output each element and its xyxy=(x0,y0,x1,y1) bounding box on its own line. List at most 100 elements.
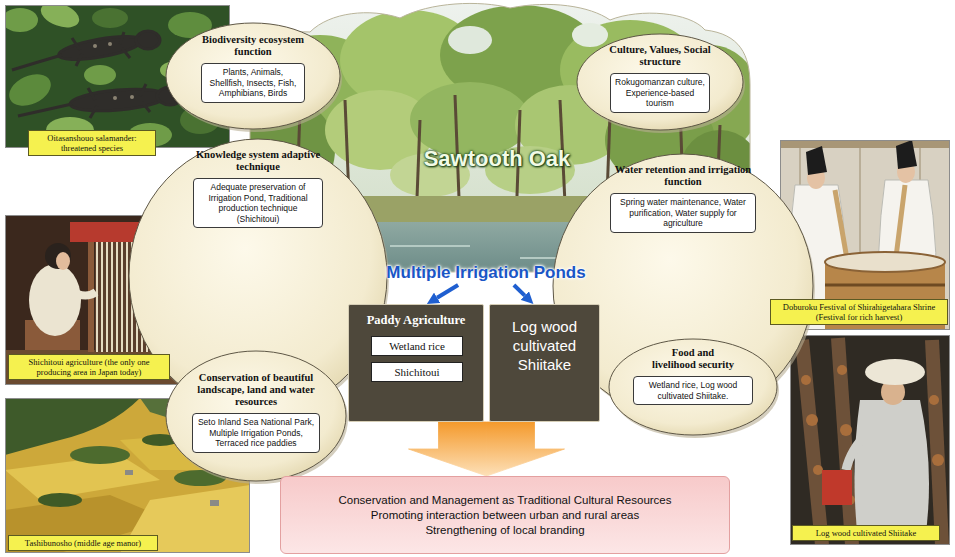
salamander-photo-part xyxy=(12,31,183,118)
oval-face xyxy=(577,34,743,130)
caption-text: Tashibunosho (middle age manor) xyxy=(13,538,153,548)
merge-arrow xyxy=(409,422,487,476)
shiitake-photo-part-part xyxy=(802,340,822,545)
festival-photo-part xyxy=(896,140,917,169)
salamander-photo-part-part xyxy=(93,44,97,48)
oval-text: Knowledge system adaptive technique xyxy=(191,149,325,173)
oval-text: Biodiversity ecosystem function xyxy=(199,34,307,58)
oak-forest-photo-part-part xyxy=(390,245,470,247)
shichitoui-photo-part xyxy=(70,290,96,296)
oak-forest-photo-part xyxy=(448,26,492,54)
caption-text: Shichitoui agriculture (the only one pro… xyxy=(13,357,165,377)
shiitake-photo-part xyxy=(791,336,950,545)
manor-landscape-photo-part xyxy=(125,470,133,475)
shiitake-photo-part xyxy=(854,400,929,540)
shiitake-photo-part xyxy=(822,470,852,505)
shiitake-photo-part xyxy=(790,335,950,545)
inbox-text: Plants, Animals, Shellfish, Insects, Fis… xyxy=(206,67,300,99)
detail-box: Wetland rice, Log wood cultivated Shiita… xyxy=(633,376,753,405)
manor-landscape-photo-part xyxy=(5,398,140,455)
inbox-text: Spring water maintenance, Water purifica… xyxy=(615,197,751,229)
shichitoui-photo-part xyxy=(45,243,71,269)
oval-face xyxy=(166,351,346,481)
pink-text: Promoting interaction between urban and … xyxy=(371,508,640,523)
salamander-photo-part-part xyxy=(18,104,72,116)
paddy-text: Paddy Agriculture xyxy=(349,305,483,328)
shichitoui-photo-part xyxy=(56,252,70,270)
salamander-photo-part-part xyxy=(57,32,143,64)
shiitake-photo-part xyxy=(846,430,870,470)
shiitake-photo-part-part xyxy=(932,454,944,466)
crop-box: Wetland rice xyxy=(371,336,463,356)
inbox-text: Seto Inland Sea National Park, Multiple … xyxy=(197,417,315,449)
salamander-photo-part xyxy=(84,65,116,85)
flow-arrow xyxy=(514,285,525,296)
photo-caption: Doburoku Festival of Shirahigetahara Shr… xyxy=(770,299,948,325)
shiitake-photo-part-part xyxy=(929,395,939,405)
function-oval: Conservation of beautiful landscape, lan… xyxy=(165,350,347,482)
merge-arrow xyxy=(487,422,565,476)
process-box: Log wood cultivated Shiitake xyxy=(489,304,600,422)
oval-face xyxy=(166,23,340,129)
inbox-text: Adequate preservation of Irrigation Pond… xyxy=(198,182,318,224)
salamander-photo-part xyxy=(93,42,134,100)
oval-text: Culture, Values, Social structure xyxy=(605,44,715,68)
flow-arrow xyxy=(437,285,458,298)
shiitake-photo-part-part xyxy=(932,340,942,545)
salamander-photo-part xyxy=(5,68,56,112)
shiitake-photo-part-part xyxy=(838,338,852,545)
oval-text: Conservation of beautiful landscape, lan… xyxy=(188,372,324,408)
photo-caption: Tashibunosho (middle age manor) xyxy=(8,535,158,551)
detail-box: Adequate preservation of Irrigation Pond… xyxy=(193,178,323,228)
salamander-photo-part-part xyxy=(69,86,166,114)
oak-forest-photo-part xyxy=(572,23,608,47)
shiitake-photo-part xyxy=(802,338,942,545)
manor-landscape-photo-part xyxy=(38,493,82,507)
salamander-photo-part xyxy=(5,8,38,32)
label-holder: Sawtooth Oak xyxy=(424,146,571,172)
festival-photo-part xyxy=(806,146,827,175)
caption-text: Log wood cultivated Shiitake xyxy=(797,528,935,538)
detail-box: Spring water maintenance, Water purifica… xyxy=(610,193,756,233)
festival-photo-part xyxy=(780,140,950,148)
shiitake-photo-part-part xyxy=(840,424,852,436)
shichitoui-photo-part xyxy=(29,264,81,336)
inbox-text: Wetland rice, Log wood cultivated Shiita… xyxy=(638,380,748,401)
manor-landscape-photo-part xyxy=(70,446,130,464)
caption-text: Oitasanshouo salamander: threatened spec… xyxy=(33,133,151,153)
salamander-photo-part-part xyxy=(130,95,134,99)
inbox-text: Rokugomanzan culture, Experience-based t… xyxy=(615,77,705,109)
salamander-photo-part-part xyxy=(12,55,62,70)
photo-caption: Log wood cultivated Shiitake xyxy=(792,525,940,541)
crop-box: Shichitoui xyxy=(371,362,463,382)
sub-text: Shichitoui xyxy=(374,365,460,379)
source-node: Multiple Irrigation Ponds xyxy=(386,262,585,284)
caption-text: Doburoku Festival of Shirahigetahara Shr… xyxy=(775,302,943,322)
ponds-text: Multiple Irrigation Ponds xyxy=(386,262,585,284)
detail-box: Rokugomanzan culture, Experience-based t… xyxy=(610,73,710,113)
sub-text: Wetland rice xyxy=(374,339,460,353)
function-oval: Food and livelihood securityWetland rice… xyxy=(608,338,778,436)
shiitake-photo-part xyxy=(865,359,925,385)
salamander-photo-part-part xyxy=(72,32,130,66)
shiitake-photo xyxy=(790,335,950,545)
salamander-photo-part-part xyxy=(88,84,150,118)
manor-landscape-photo-part xyxy=(210,500,219,506)
detail-box: Plants, Animals, Shellfish, Insects, Fis… xyxy=(201,63,305,103)
oval-text: Food and livelihood security xyxy=(651,347,735,371)
festival-photo-part-part xyxy=(825,284,945,287)
photo-title: Sawtooth Oak xyxy=(424,146,571,172)
pink-text: Strengthening of local branding xyxy=(425,523,584,538)
salamander-photo-part xyxy=(37,5,82,32)
photo-caption: Shichitoui agriculture (the only one pro… xyxy=(8,354,170,380)
oval-text: Water retention and irrigation function xyxy=(613,164,753,188)
function-oval: Culture, Values, Social structureRokugom… xyxy=(576,33,744,131)
detail-box: Seto Inland Sea National Park, Multiple … xyxy=(192,413,320,453)
salamander-photo-part-part xyxy=(108,42,112,46)
shiitake-photo-part-part xyxy=(806,414,818,426)
salamander-photo-part xyxy=(92,8,128,28)
salamander-photo-part-part xyxy=(136,31,160,49)
salamander-photo-part-part xyxy=(113,96,117,100)
